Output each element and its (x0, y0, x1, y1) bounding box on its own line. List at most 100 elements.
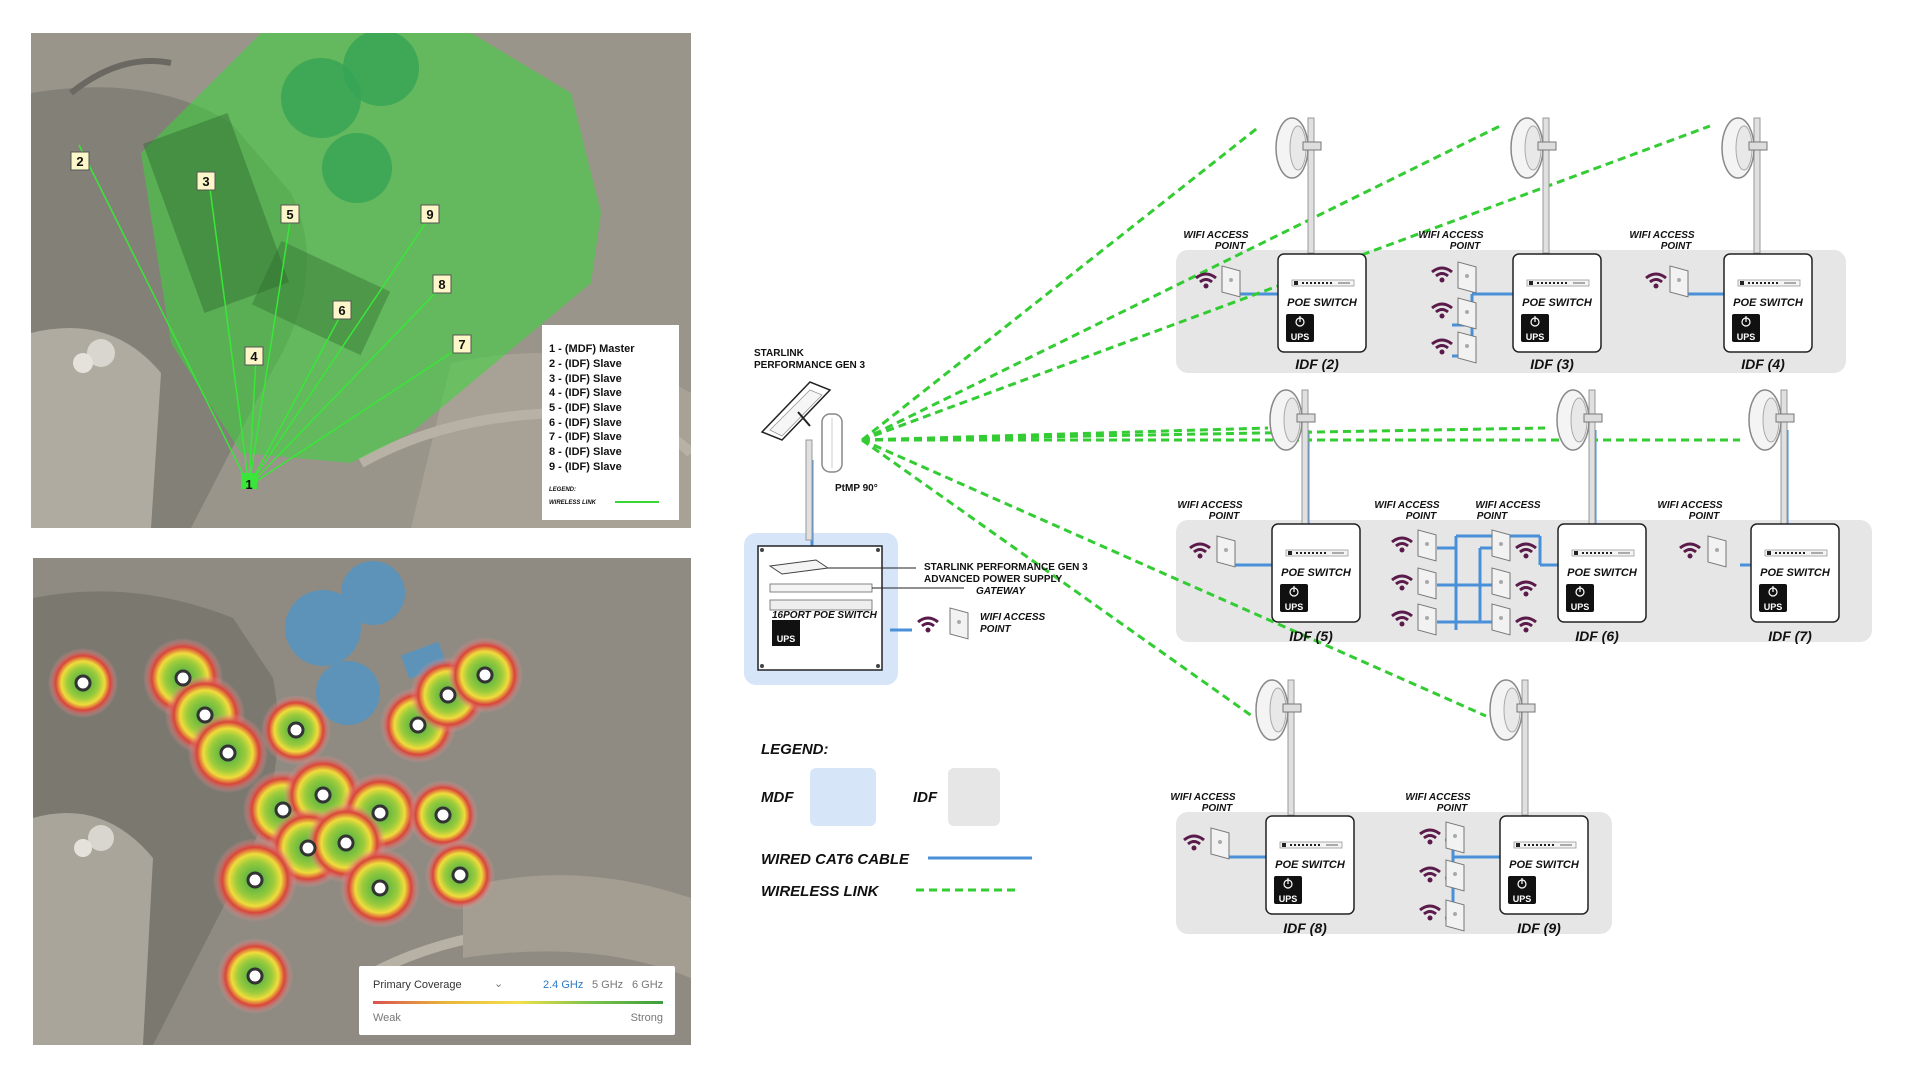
mdf-power-label-1: STARLINK PERFORMANCE GEN 3 (924, 562, 1088, 573)
coverage-legend: Primary Coverage ⌄ 2.4 GHz 5 GHz 6 GHz W… (359, 966, 675, 1035)
svg-text:WIFI ACCESS: WIFI ACCESS (1405, 792, 1471, 803)
mdf-wifi-label-2: POINT (980, 624, 1011, 635)
coverage-scale-bar (373, 1001, 663, 1004)
svg-text:POINT: POINT (1477, 511, 1508, 522)
chevron-down-icon[interactable]: ⌄ (494, 978, 504, 990)
poe-label-5: POE SWITCH (1281, 567, 1352, 579)
idf-label-3: IDF (3) (1530, 356, 1574, 372)
svg-text:POINT: POINT (1661, 241, 1692, 252)
marker-9: 9 (426, 207, 433, 222)
starlink-label-2: PERFORMANCE GEN 3 (754, 360, 866, 371)
band-6ghz[interactable]: 6 GHz (632, 979, 664, 991)
legend-item-9: 9 - (IDF) Slave (549, 461, 622, 473)
ptmp-radio: PtMP 90° (805, 413, 878, 541)
idf-label-8: IDF (8) (1283, 920, 1327, 936)
dish-idf-9 (1489, 679, 1536, 816)
legend-link-label: WIRELESS LINK (549, 500, 597, 506)
dish-idf-6 (1556, 389, 1603, 526)
mdf-gateway-label: GATEWAY (976, 586, 1026, 597)
svg-text:WIFI ACCESS: WIFI ACCESS (1170, 792, 1236, 803)
legend-idf-label: IDF (913, 789, 938, 806)
idf-label-9: IDF (9) (1517, 920, 1561, 936)
dish-idf-8 (1255, 679, 1302, 816)
svg-text:WIFI ACCESS: WIFI ACCESS (1629, 230, 1695, 241)
poe-label-4: POE SWITCH (1733, 297, 1804, 309)
legend-wireless-label: WIRELESS LINK (761, 883, 880, 900)
dish-idf-5 (1269, 389, 1316, 526)
ups-2: UPS (1291, 332, 1310, 342)
svg-text:WIFI ACCESS: WIFI ACCESS (1418, 230, 1484, 241)
idf-label-5: IDF (5) (1289, 628, 1333, 644)
svg-text:WIFI ACCESS: WIFI ACCESS (1475, 500, 1541, 511)
mdf-rack: UPS 16PORT POE SWITCH (757, 545, 883, 671)
wireless-links (861, 124, 1740, 718)
legend-item-6: 6 - (IDF) Slave (549, 417, 622, 429)
marker-6: 6 (338, 303, 345, 318)
svg-text:POINT: POINT (1209, 511, 1240, 522)
marker-5: 5 (286, 207, 293, 222)
band-2-4ghz[interactable]: 2.4 GHz (543, 979, 584, 991)
legend-item-5: 5 - (IDF) Slave (549, 402, 622, 414)
ups-8: UPS (1279, 894, 1298, 904)
band-5ghz[interactable]: 5 GHz (592, 979, 624, 991)
mdf-switch-label: 16PORT POE SWITCH (772, 610, 878, 621)
poe-label-7: POE SWITCH (1760, 567, 1831, 579)
legend-item-8: 8 - (IDF) Slave (549, 446, 622, 458)
ups-9: UPS (1513, 894, 1532, 904)
poe-label-3: POE SWITCH (1522, 297, 1593, 309)
coverage-heatmap: Primary Coverage ⌄ 2.4 GHz 5 GHz 6 GHz W… (33, 558, 691, 1045)
marker-4: 4 (250, 349, 258, 364)
svg-text:POINT: POINT (1450, 241, 1481, 252)
marker-3: 3 (202, 174, 209, 189)
svg-text:WIFI ACCESS: WIFI ACCESS (1374, 500, 1440, 511)
svg-text:POINT: POINT (1202, 803, 1233, 814)
ups-5: UPS (1285, 602, 1304, 612)
dish-idf-4 (1721, 117, 1768, 254)
idf-label-2: IDF (2) (1295, 356, 1339, 372)
svg-text:POINT: POINT (1406, 511, 1437, 522)
wifi-ap-captions: WIFI ACCESS POINT WIFI ACCESS POINT WIFI… (1170, 230, 1723, 814)
site-legend: 1 - (MDF) Master 2 - (IDF) Slave 3 - (ID… (542, 325, 679, 520)
poe-label-9: POE SWITCH (1509, 859, 1580, 871)
legend-item-1: 1 - (MDF) Master (549, 343, 635, 355)
legend-mdf-label: MDF (761, 789, 794, 806)
scale-weak: Weak (373, 1012, 401, 1024)
coverage-title: Primary Coverage (373, 979, 462, 991)
marker-8: 8 (438, 277, 445, 292)
ups-7: UPS (1764, 602, 1783, 612)
starlink-label-1: STARLINK (754, 348, 805, 359)
poe-label-2: POE SWITCH (1287, 297, 1358, 309)
idf-label-4: IDF (4) (1741, 356, 1785, 372)
ups-3: UPS (1526, 332, 1545, 342)
legend-item-7: 7 - (IDF) Slave (549, 431, 622, 443)
idf-label-6: IDF (6) (1575, 628, 1619, 644)
legend-item-4: 4 - (IDF) Slave (549, 387, 622, 399)
marker-2: 2 (76, 154, 83, 169)
svg-text:POINT: POINT (1689, 511, 1720, 522)
site-markers: 2 3 5 9 8 6 7 4 1 (70, 151, 472, 492)
legend-title: LEGEND: (761, 741, 829, 758)
mdf-power-label-2: ADVANCED POWER SUPPLY (924, 574, 1063, 585)
poe-label-6: POE SWITCH (1567, 567, 1638, 579)
legend-mdf-swatch (810, 768, 876, 826)
svg-text:WIFI ACCESS: WIFI ACCESS (1177, 500, 1243, 511)
poe-label-8: POE SWITCH (1275, 859, 1346, 871)
marker-1: 1 (245, 477, 252, 492)
ptmp-label: PtMP 90° (835, 483, 878, 494)
svg-text:POINT: POINT (1437, 803, 1468, 814)
ups-6: UPS (1571, 602, 1590, 612)
starlink-dish: STARLINK PERFORMANCE GEN 3 (754, 348, 866, 441)
wireless-link-map: 2 3 5 9 8 6 7 4 1 1 - (MDF) Master 2 - (… (31, 33, 691, 528)
marker-7: 7 (458, 337, 465, 352)
legend-idf-swatch (948, 768, 1000, 826)
svg-text:WIFI ACCESS: WIFI ACCESS (1183, 230, 1249, 241)
network-diagram: POE SWITCH POE SWITCH POE SWITCH POE SWI… (740, 100, 1900, 960)
dish-idf-3 (1510, 117, 1557, 254)
scale-strong: Strong (630, 1012, 663, 1024)
idf-label-7: IDF (7) (1768, 628, 1812, 644)
svg-text:POINT: POINT (1215, 241, 1246, 252)
legend-item-3: 3 - (IDF) Slave (549, 373, 622, 385)
ups-mdf: UPS (777, 634, 796, 644)
svg-text:WIFI ACCESS: WIFI ACCESS (1657, 500, 1723, 511)
mdf-wifi-label-1: WIFI ACCESS (980, 612, 1046, 623)
